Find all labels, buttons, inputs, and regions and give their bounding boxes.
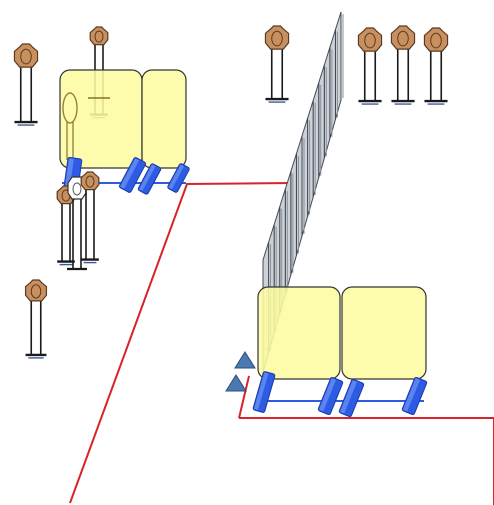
fault-line-segment — [69, 182, 294, 504]
soft-barricade-icon — [257, 286, 341, 380]
fault-line-segment — [239, 417, 494, 505]
barrel-icon — [118, 157, 147, 193]
target-a-zone — [30, 284, 42, 299]
barricades — [59, 69, 427, 380]
paper-target-icon — [264, 25, 290, 103]
paper-target-icon — [62, 92, 110, 160]
barrels-front — [62, 156, 428, 418]
target-face — [24, 279, 48, 302]
barrel-highlight — [340, 380, 357, 414]
wall-panel-icon — [307, 100, 314, 217]
wall-panel-icon — [334, 11, 342, 120]
paper-target-icon — [357, 27, 383, 105]
target-a-zone — [271, 30, 283, 47]
barrel-highlight — [403, 378, 420, 412]
target-outline-through-barricade — [62, 92, 78, 124]
barrel-highlight — [253, 372, 269, 411]
paper-target-icon — [80, 171, 100, 264]
wall-panel-icon — [295, 135, 303, 256]
fault-line-segment — [238, 375, 250, 419]
barrel-highlight — [168, 164, 185, 190]
target-a-zone — [85, 175, 95, 188]
barrel-icon — [167, 163, 190, 193]
wall-panel-icon — [290, 153, 297, 275]
target-a-zone — [397, 30, 409, 47]
paper-target-icon — [24, 279, 48, 359]
target-face — [264, 25, 290, 50]
start-markers — [225, 351, 256, 392]
front-targets — [56, 171, 100, 271]
target-a-zone — [430, 32, 442, 49]
no-shoot-inner — [72, 182, 82, 196]
start-position-icon — [234, 351, 256, 369]
soft-barricade-icon — [141, 69, 187, 169]
target-a-zone — [364, 32, 376, 49]
target-face — [80, 171, 100, 191]
target-face — [390, 25, 416, 50]
barrel-icon — [338, 378, 365, 418]
wall-panel-icon — [301, 118, 309, 237]
wall-panel-icon — [323, 47, 331, 159]
target-face — [357, 27, 383, 52]
soft-barricade-icon — [59, 69, 143, 169]
target-face — [13, 43, 39, 68]
wall-panel-icon — [318, 64, 325, 178]
barrel-highlight — [65, 158, 74, 187]
barrel-icon — [401, 376, 428, 416]
barrel-icon — [137, 163, 162, 195]
paper-target-icon — [390, 25, 416, 105]
barrel-highlight — [120, 158, 140, 189]
barrel-highlight — [138, 164, 156, 192]
target-a-zone — [20, 48, 32, 65]
barrel-icon — [252, 371, 276, 413]
paper-target-icon — [423, 27, 449, 105]
wall-line — [262, 11, 344, 373]
paper-target-icon — [13, 43, 39, 126]
fault-lines — [69, 182, 494, 505]
target-face — [423, 27, 449, 52]
start-position-icon — [225, 374, 247, 392]
target-face — [89, 26, 109, 46]
barrel-highlight — [319, 378, 336, 412]
target-a-zone — [94, 30, 104, 43]
wall-panel-icon — [312, 82, 320, 198]
soft-barricade-icon — [341, 286, 427, 380]
wall-panel-icon — [284, 171, 292, 295]
back-targets — [13, 25, 449, 359]
barrel-icon — [317, 376, 344, 416]
wall-panel-icon — [329, 29, 336, 139]
